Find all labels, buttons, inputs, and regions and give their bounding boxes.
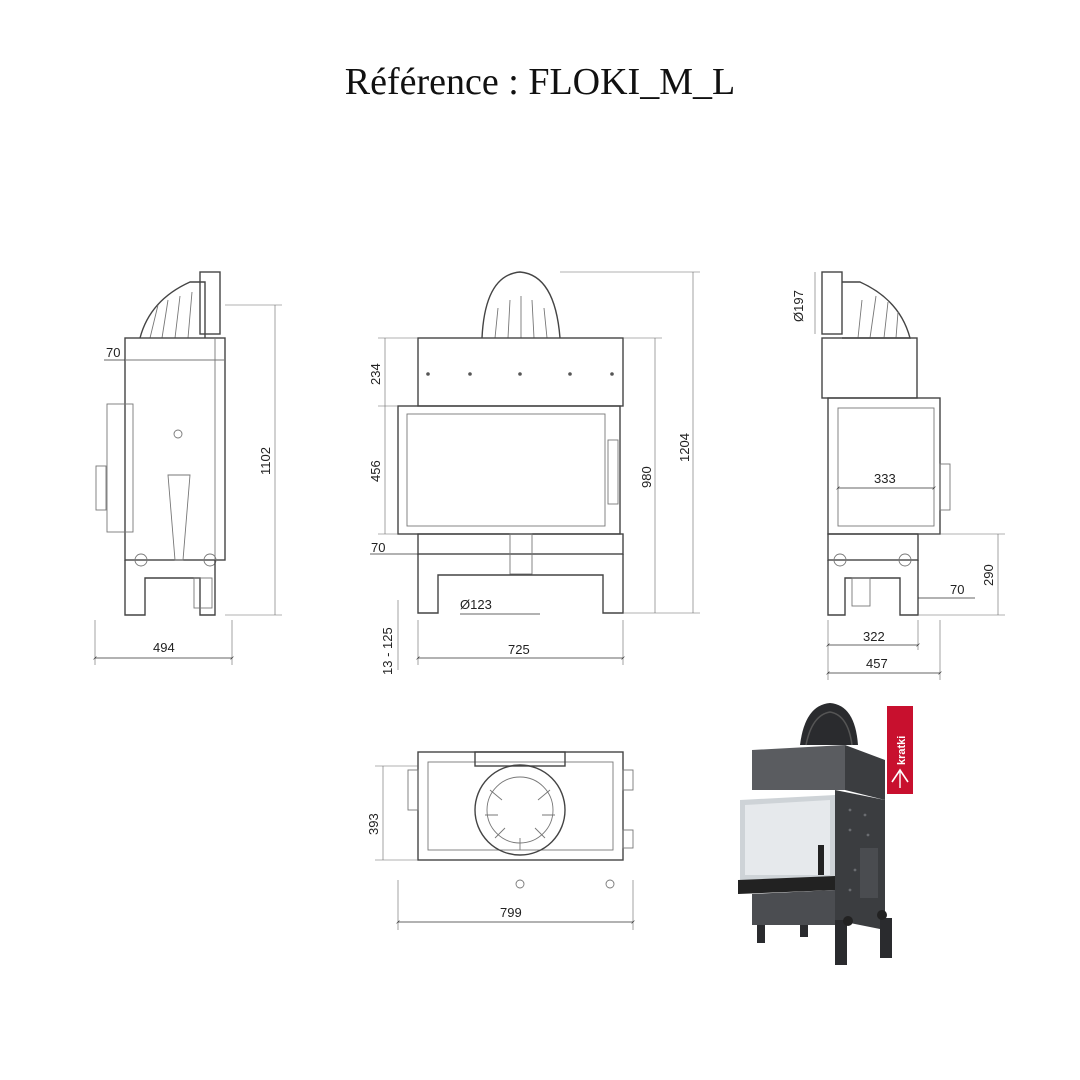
dim-front-total-height: 1204 xyxy=(677,433,692,462)
dim-front-top-height: 234 xyxy=(368,363,383,385)
dim-front-bottom-offset: 70 xyxy=(371,540,385,555)
dim-right-glass-width: 333 xyxy=(874,471,896,486)
dim-right-base-width: 322 xyxy=(863,629,885,644)
dim-front-opening-height: 980 xyxy=(639,466,654,488)
front-view xyxy=(370,271,700,670)
dim-front-width: 725 xyxy=(508,642,530,657)
dim-front-adjust: 13 - 125 xyxy=(380,627,395,675)
dim-right-depth: 457 xyxy=(866,656,888,671)
dim-left-flue-offset: 70 xyxy=(106,345,120,360)
left-side-view xyxy=(93,271,282,665)
dim-front-door-height: 456 xyxy=(368,460,383,482)
dim-top-depth: 393 xyxy=(366,813,381,835)
page-title: Référence : FLOKI_M_L xyxy=(344,61,736,103)
dim-right-inlet-offset: 70 xyxy=(950,582,964,597)
brand-logo xyxy=(887,706,913,794)
dim-left-depth: 494 xyxy=(153,640,175,655)
dim-right-inlet-height: 290 xyxy=(981,564,996,586)
dim-left-height: 1102 xyxy=(258,447,273,475)
dim-right-flue-diameter: Ø197 xyxy=(791,290,806,322)
dim-front-flue-diameter: Ø123 xyxy=(460,597,492,612)
brand-logo-text: kratki xyxy=(896,736,908,765)
right-side-view xyxy=(814,271,1005,680)
fireplace-render-image xyxy=(738,703,892,965)
top-view xyxy=(375,751,635,930)
dim-top-width: 799 xyxy=(500,905,522,920)
